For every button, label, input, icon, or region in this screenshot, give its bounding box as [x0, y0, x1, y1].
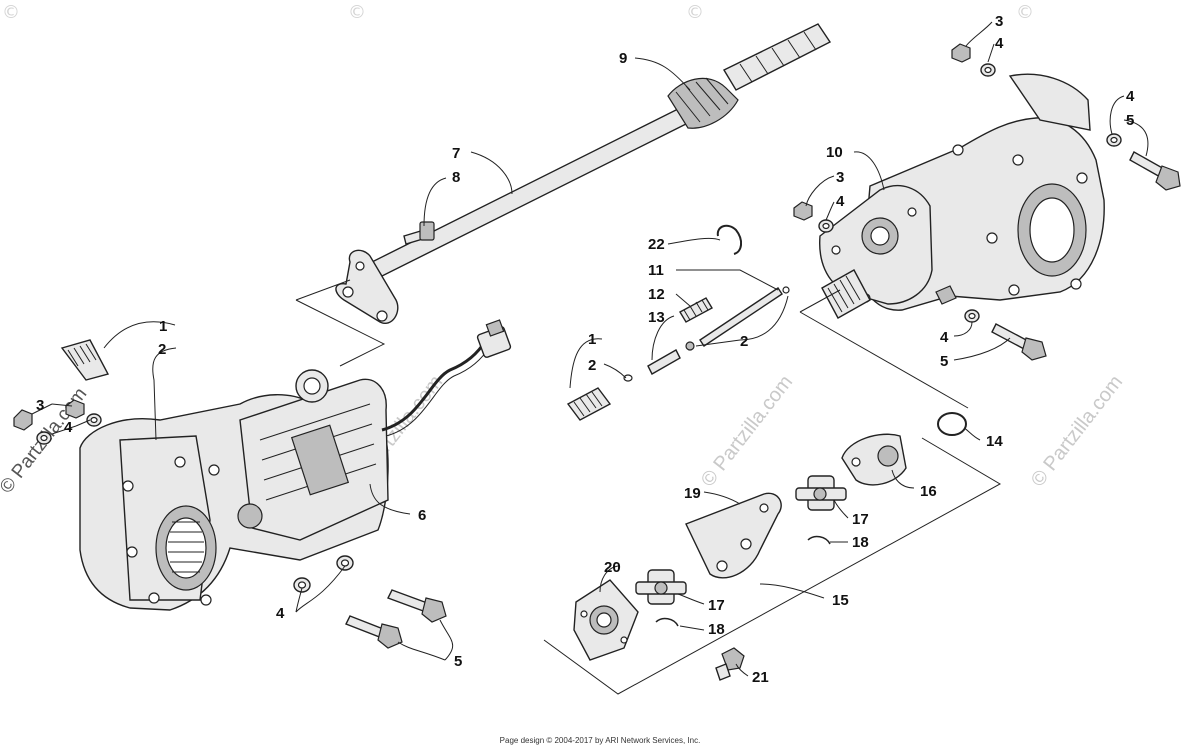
callout-18-a: 18	[852, 534, 869, 551]
rear-differential-housing	[819, 73, 1105, 319]
callout-20: 20	[604, 559, 621, 576]
fasteners-left	[13, 399, 102, 445]
callout-8: 8	[452, 169, 460, 186]
callout-17-a: 17	[852, 511, 869, 528]
callout-1-left: 1	[159, 318, 167, 335]
small-parts-middle	[566, 224, 967, 681]
callout-17-b: 17	[708, 597, 725, 614]
watermark-mark: ©	[2, 2, 20, 23]
callout-2-mid-a: 2	[588, 357, 596, 374]
callout-4-left-b: 4	[276, 605, 285, 622]
callout-9: 9	[619, 50, 627, 67]
callout-10: 10	[826, 144, 843, 161]
callout-19: 19	[684, 485, 701, 502]
u-joint-lower	[635, 569, 687, 605]
callout-numbers: 1 2 3 4 6 4 5 7 8 9 3 4 4 5 10 3 4 4 5 2…	[36, 13, 1135, 686]
callout-4-low: 4	[940, 329, 949, 346]
watermark-mark: ©	[348, 2, 366, 23]
callout-4-left-a: 4	[64, 419, 73, 436]
drive-shaft	[335, 23, 832, 324]
callout-14: 14	[986, 433, 1003, 450]
callout-11: 11	[648, 262, 664, 279]
callout-3-top: 3	[995, 13, 1003, 30]
callout-4-mid: 4	[836, 193, 845, 210]
callout-1-mid: 1	[588, 331, 596, 348]
callout-4-right: 4	[1126, 88, 1135, 105]
callout-7: 7	[452, 145, 460, 162]
callout-3-mid: 3	[836, 169, 844, 186]
callout-21: 21	[752, 669, 769, 686]
callout-16: 16	[920, 483, 937, 500]
callout-2-left: 2	[158, 341, 166, 358]
fasteners-left-lower	[293, 555, 447, 649]
callout-5-low: 5	[940, 353, 948, 370]
callout-12: 12	[648, 286, 665, 303]
breather-1-left	[60, 339, 110, 381]
front-differential-housing	[79, 319, 512, 611]
callout-5-left: 5	[454, 653, 462, 670]
callout-18-b: 18	[708, 621, 725, 638]
callout-22: 22	[648, 236, 665, 253]
leader-lines	[31, 21, 1149, 695]
page-footer: Page design © 2004-2017 by ARI Network S…	[499, 736, 701, 745]
fasteners-right	[793, 43, 1181, 361]
callout-2-mid-b: 2	[740, 333, 748, 350]
callout-6: 6	[418, 507, 426, 524]
callout-5-right: 5	[1126, 112, 1134, 129]
bolt-8	[403, 221, 435, 245]
watermark-mark: ©	[1016, 2, 1034, 23]
u-joint-upper	[795, 475, 847, 511]
callout-3-left: 3	[36, 397, 44, 414]
callout-13: 13	[648, 309, 665, 326]
callout-4-top: 4	[995, 35, 1004, 52]
callout-15: 15	[832, 592, 849, 609]
watermark-mark: ©	[686, 2, 704, 23]
